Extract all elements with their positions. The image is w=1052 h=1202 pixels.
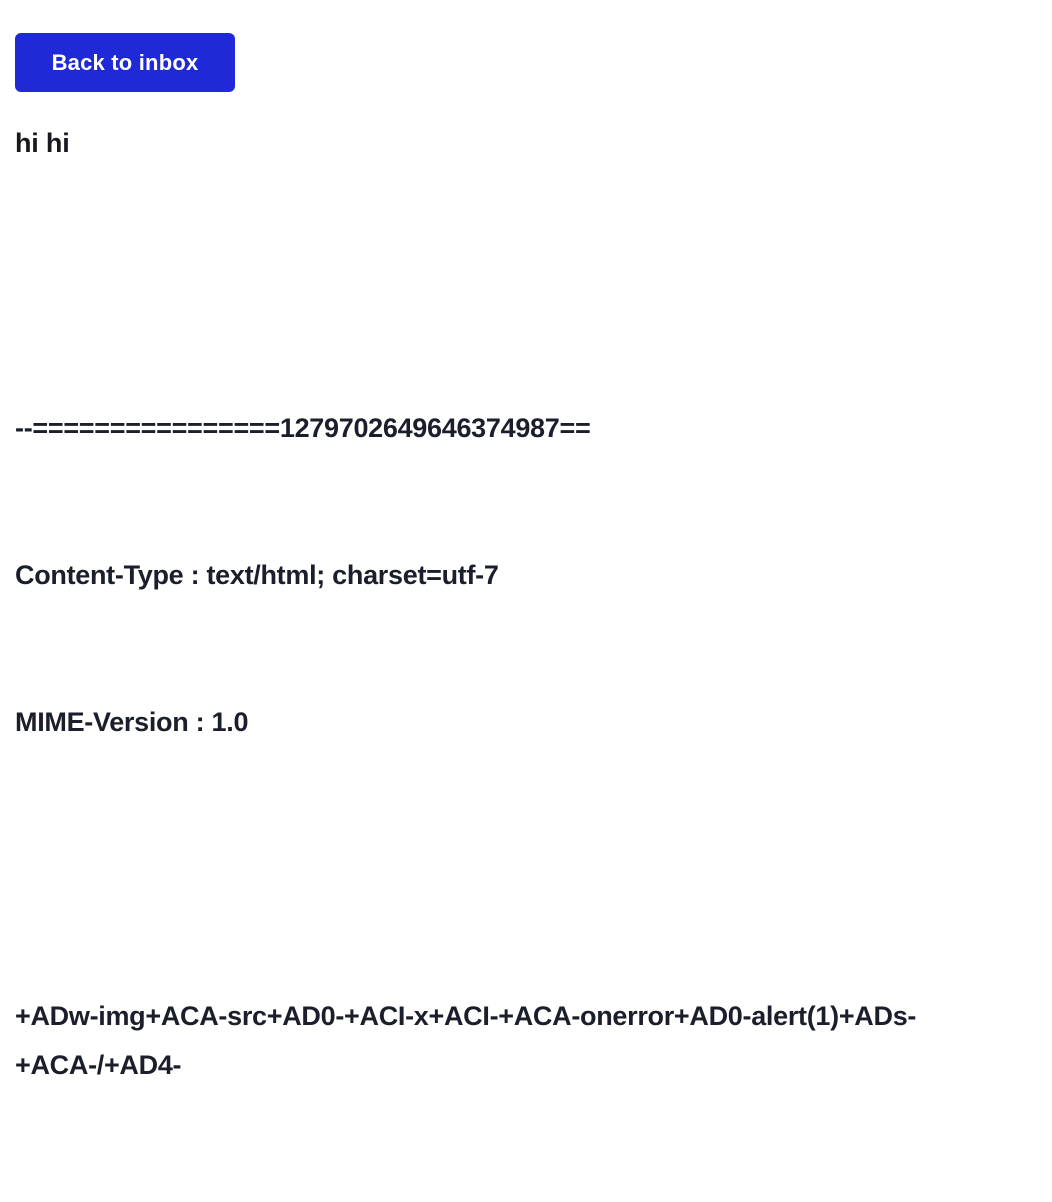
email-viewer-page: Back to inbox hi hi --================12… xyxy=(15,33,916,1202)
message-raw-content: --================1279702649646374987== … xyxy=(15,159,1052,1202)
mime-version-header: MIME-Version : 1.0 xyxy=(15,707,249,738)
back-to-inbox-button[interactable]: Back to inbox xyxy=(15,33,235,92)
utf7-payload: +ADw-img+ACA-src+AD0-+ACI-x+ACI-+ACA-one… xyxy=(15,1001,917,1081)
mime-boundary-open: --================1279702649646374987== xyxy=(15,413,591,444)
blank-line-top xyxy=(15,257,1052,306)
mime-boundary-close: --================1279702649646374987== xyxy=(15,1188,1052,1202)
message-subject: hi hi xyxy=(15,128,70,158)
blank-line-middle xyxy=(15,845,1052,894)
message-body: hi hi --================1279702649646374… xyxy=(15,128,1052,1202)
content-type-header: Content-Type : text/html; charset=utf-7 xyxy=(15,560,499,591)
